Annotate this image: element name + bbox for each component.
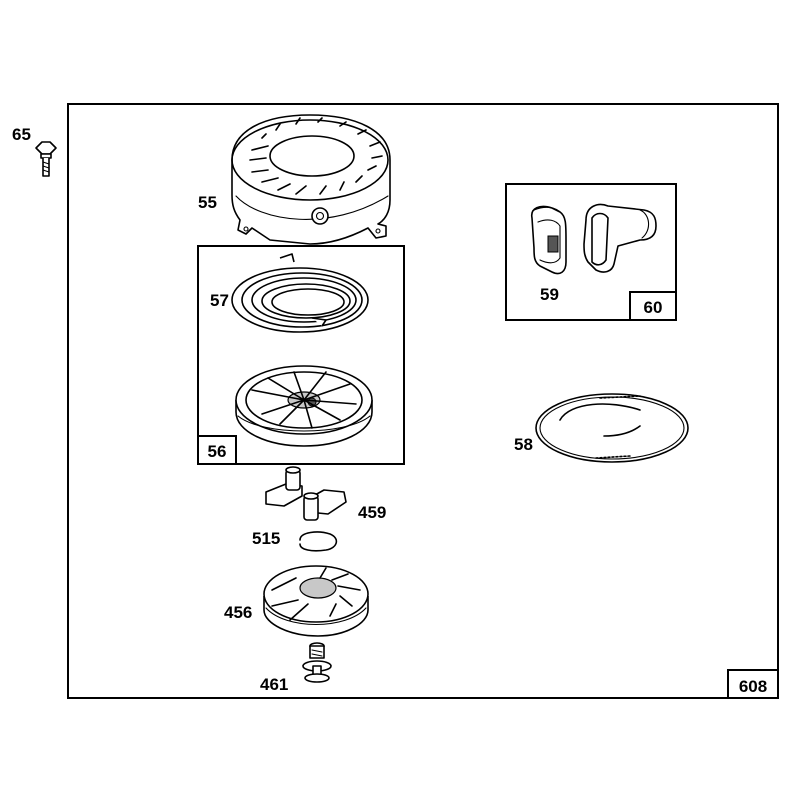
assembly-label: 608 bbox=[739, 677, 767, 696]
part-58-starter-rope[interactable] bbox=[535, 393, 689, 463]
kit-56-label-box bbox=[197, 435, 237, 465]
part-461-center-screw[interactable] bbox=[302, 642, 332, 683]
assembly-label-box bbox=[727, 669, 779, 699]
callout-65: 65 bbox=[12, 125, 31, 144]
part-65-screw[interactable] bbox=[35, 141, 57, 177]
part-55-starter-housing[interactable] bbox=[231, 114, 391, 245]
callout-55: 55 bbox=[198, 193, 217, 212]
callout-58: 58 bbox=[514, 435, 533, 454]
part-456-ratchet[interactable] bbox=[263, 565, 369, 637]
callout-57: 57 bbox=[210, 291, 229, 310]
part-60-handle[interactable] bbox=[583, 203, 657, 273]
kit-60-label-box bbox=[629, 291, 677, 321]
assembly-frame bbox=[67, 103, 779, 699]
part-459-starter-dog[interactable] bbox=[265, 466, 347, 521]
callout-459: 459 bbox=[358, 503, 386, 522]
part-57-recoil-spring[interactable] bbox=[231, 253, 369, 333]
callout-461: 461 bbox=[260, 675, 288, 694]
callout-60: 60 bbox=[644, 298, 663, 317]
part-56-pulley[interactable] bbox=[235, 365, 373, 447]
part-59-handle-insert[interactable] bbox=[530, 205, 567, 275]
part-515-retainer-ring[interactable] bbox=[299, 531, 338, 552]
callout-59: 59 bbox=[540, 285, 559, 304]
callout-515: 515 bbox=[252, 529, 280, 548]
callout-456: 456 bbox=[224, 603, 252, 622]
kit-56-frame bbox=[197, 245, 405, 465]
kit-60-frame bbox=[505, 183, 677, 321]
callout-56: 56 bbox=[208, 442, 227, 461]
